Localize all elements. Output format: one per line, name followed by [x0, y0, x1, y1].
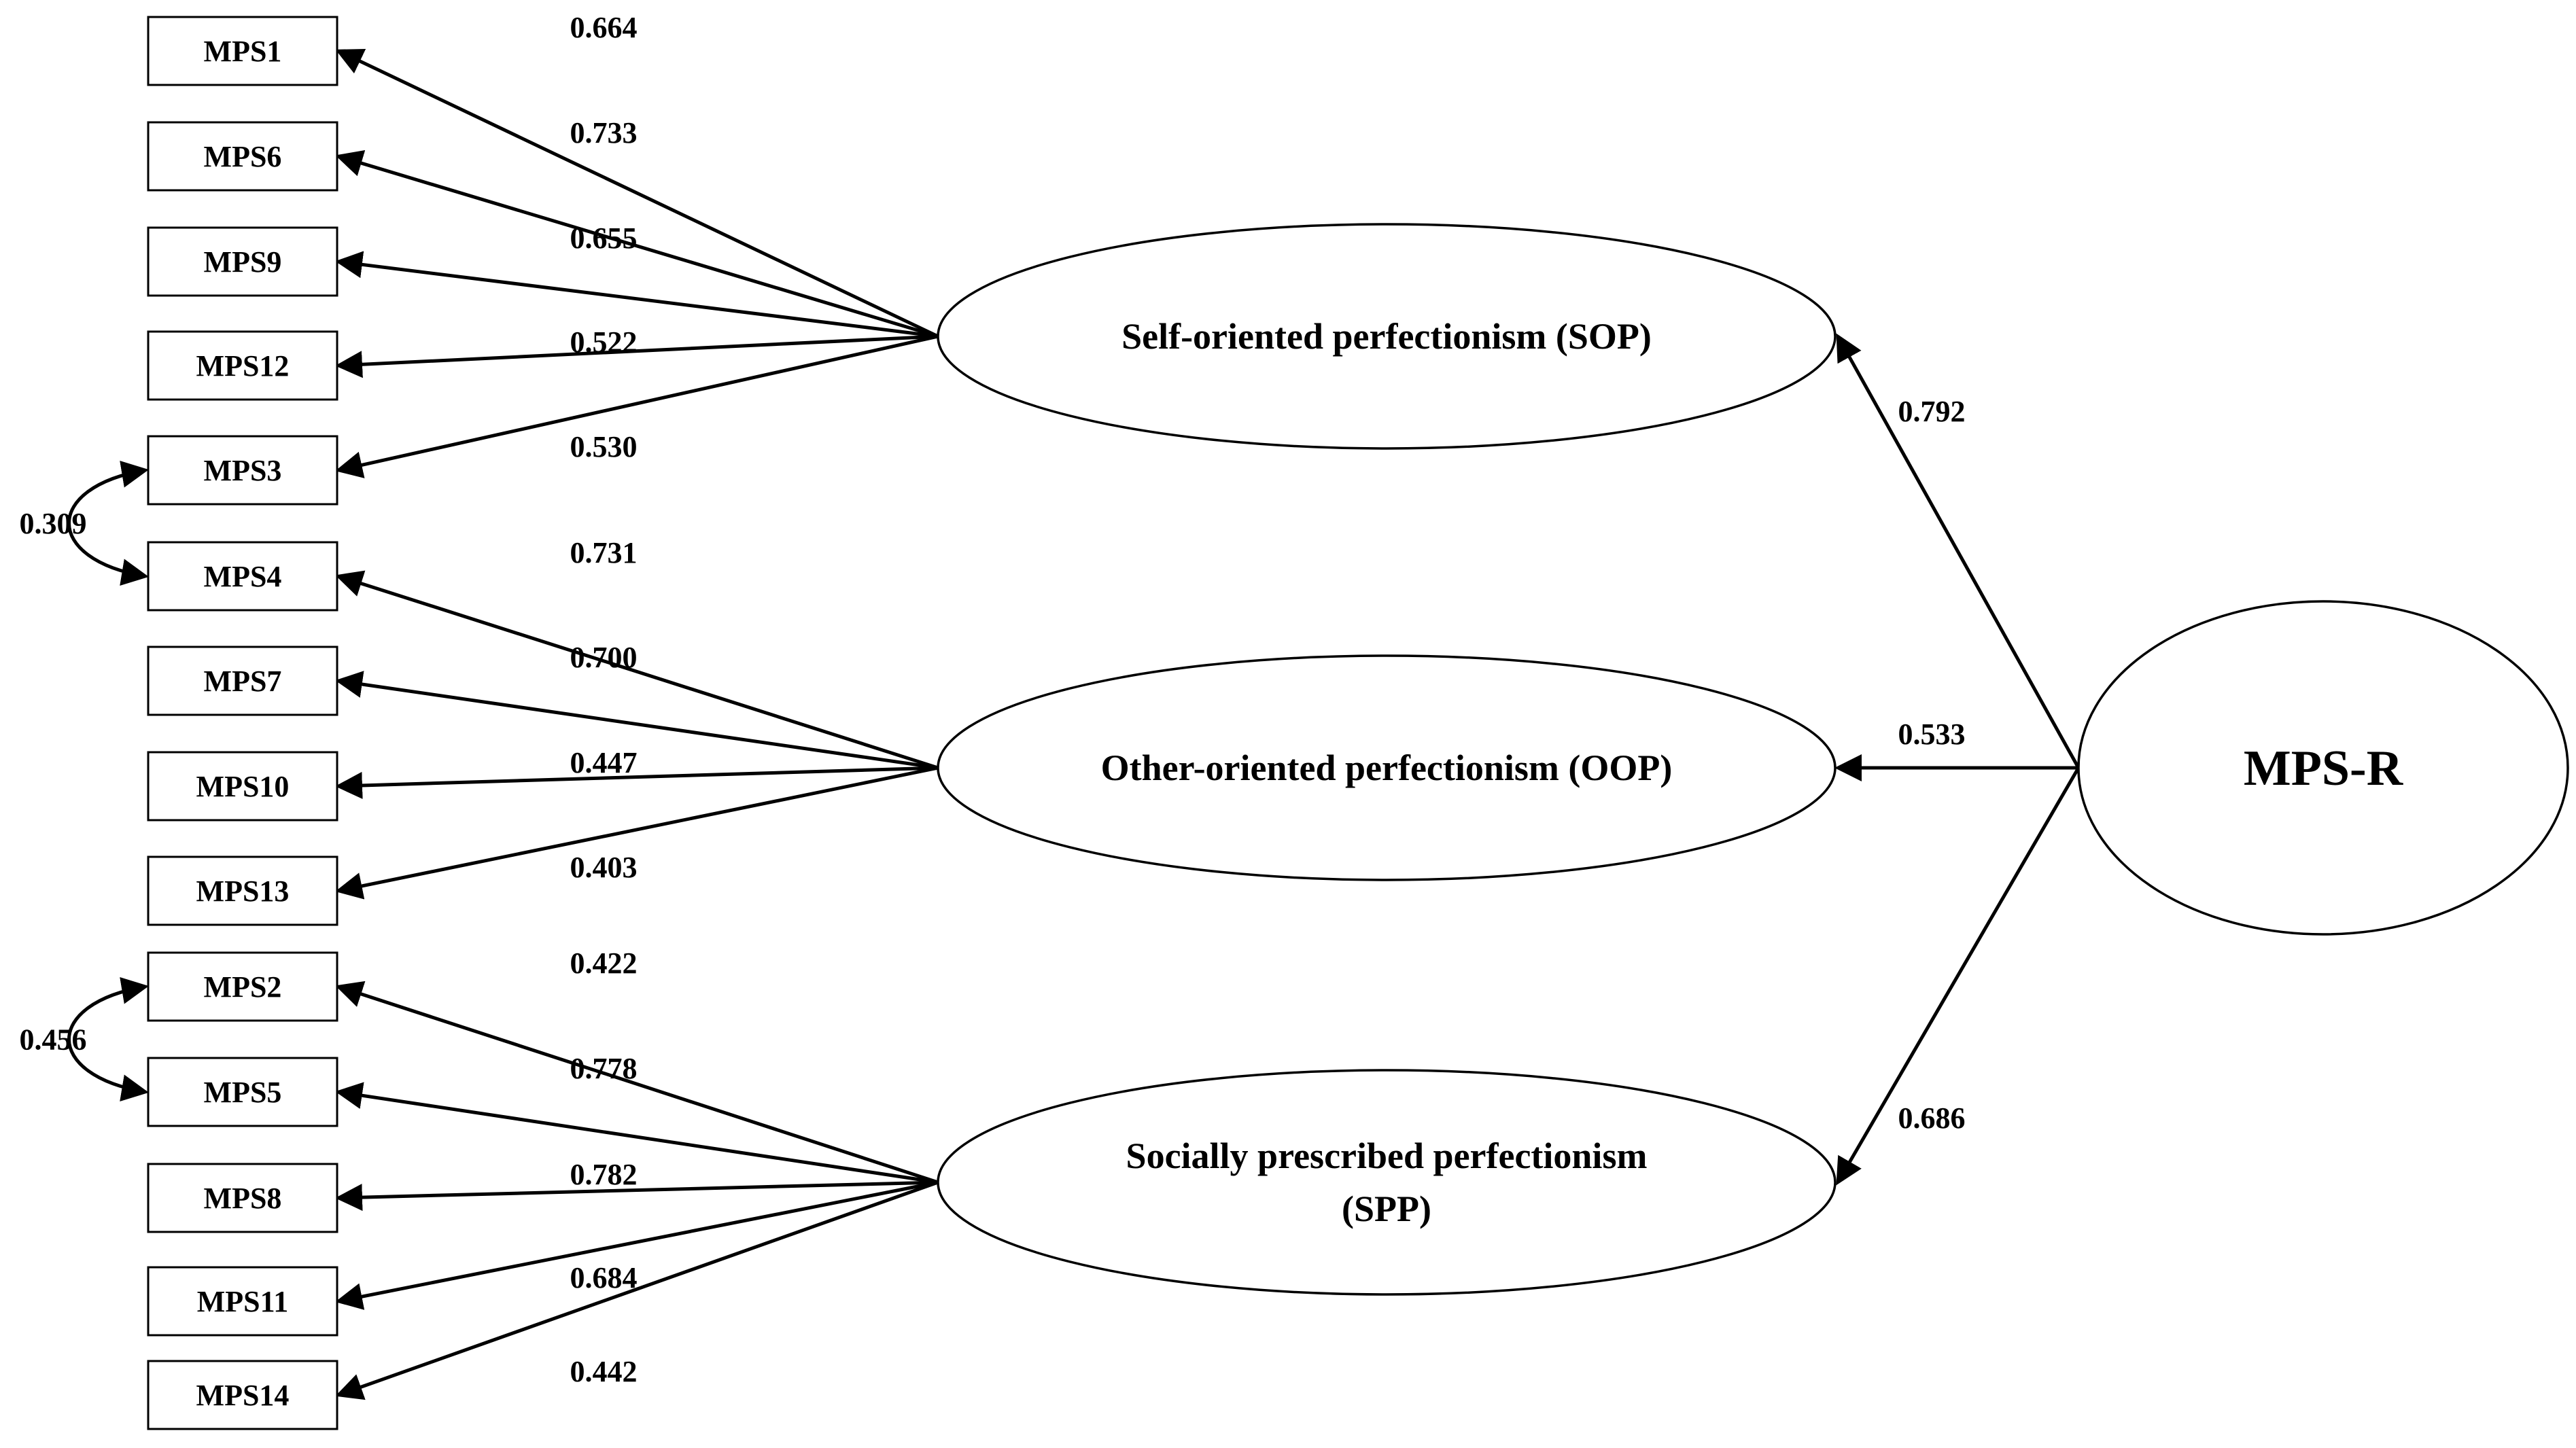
loading-arrow-mps7: [335, 671, 939, 770]
loading-arrow-mps1: [335, 48, 939, 338]
item-label-mps10: MPS10: [196, 770, 290, 803]
item-label-mps13: MPS13: [196, 875, 290, 908]
item-box-mps2: [147, 951, 338, 1022]
item-box-mps7: [147, 646, 338, 716]
item-label-mps4: MPS4: [204, 560, 282, 593]
item-box-mps4: [147, 541, 338, 612]
loading-arrow-mps10: [335, 766, 939, 799]
loading-arrow-mps13: [335, 766, 939, 900]
item-loading-mps6: 0.733: [570, 116, 638, 149]
item-loading-mps3: 0.530: [570, 430, 638, 463]
item-loading-mps8: 0.782: [570, 1158, 638, 1191]
item-box-mps12: [147, 330, 338, 401]
correlation-arc-mps3-mps4: [67, 461, 149, 586]
item-label-mps6: MPS6: [204, 140, 282, 173]
item-label-mps1: MPS1: [204, 35, 282, 68]
item-label-mps8: MPS8: [204, 1182, 282, 1215]
root-oval: [2077, 600, 2569, 936]
item-box-mps1: [147, 16, 338, 86]
factor-loading-oop: 0.533: [1898, 718, 1966, 751]
factor-label-spp-line-2: (SPP): [1342, 1188, 1431, 1229]
item-loading-mps11: 0.684: [570, 1261, 638, 1294]
item-box-mps9: [147, 226, 338, 297]
correlation-value-mps2-mps5: 0.456: [20, 1023, 87, 1057]
loading-arrow-mps9: [335, 251, 939, 338]
item-label-mps5: MPS5: [204, 1076, 282, 1109]
item-loading-mps7: 0.700: [570, 641, 638, 674]
loading-arrow-mps4: [335, 570, 939, 770]
factor-arrow-sop: [1836, 333, 2081, 769]
root-label: MPS-R: [2244, 741, 2404, 796]
item-label-mps12: MPS12: [196, 349, 290, 383]
item-box-mps6: [147, 121, 338, 192]
item-box-mps11: [147, 1266, 338, 1337]
item-box-mps8: [147, 1163, 338, 1233]
factor-arrow-spp: [1836, 766, 2081, 1186]
item-label-mps3: MPS3: [204, 454, 282, 487]
loading-arrow-mps3: [335, 334, 939, 478]
factor-label-sop-line-1: Self-oriented perfectionism (SOP): [1121, 316, 1652, 357]
item-label-mps14: MPS14: [196, 1379, 290, 1412]
item-box-mps10: [147, 751, 338, 822]
item-loading-mps12: 0.522: [570, 325, 638, 359]
item-loading-mps2: 0.422: [570, 947, 638, 980]
loading-arrow-mps14: [335, 1180, 939, 1400]
loading-arrow-mps5: [335, 1082, 939, 1184]
correlation-value-mps3-mps4: 0.309: [20, 507, 87, 540]
loading-arrow-mps12: [335, 334, 939, 378]
loading-arrow-mps8: [335, 1180, 939, 1212]
item-label-mps7: MPS7: [204, 665, 282, 698]
correlation-arc-mps2-mps5: [67, 977, 149, 1101]
item-box-mps13: [147, 855, 338, 926]
item-loading-mps14: 0.442: [570, 1355, 638, 1388]
loading-arrow-mps11: [335, 1180, 939, 1310]
item-loading-mps10: 0.447: [570, 746, 638, 779]
item-box-mps3: [147, 435, 338, 506]
factor-oval-spp: [937, 1069, 1837, 1296]
factor-label-oop-line-1: Other-oriented perfectionism (OOP): [1101, 747, 1673, 788]
item-loading-mps13: 0.403: [570, 851, 638, 884]
loading-arrow-mps2: [335, 981, 939, 1184]
item-box-mps14: [147, 1360, 338, 1430]
item-label-mps11: MPS11: [197, 1285, 288, 1318]
item-loading-mps1: 0.664: [570, 11, 638, 44]
factor-loading-spp: 0.686: [1898, 1101, 1966, 1135]
item-loading-mps4: 0.731: [570, 536, 638, 569]
item-box-mps5: [147, 1057, 338, 1127]
factor-oval-sop: [937, 223, 1837, 450]
loading-arrow-mps6: [335, 149, 939, 338]
item-loading-mps5: 0.778: [570, 1052, 638, 1085]
factor-oval-oop: [937, 654, 1837, 881]
factor-loading-sop: 0.792: [1898, 395, 1966, 428]
item-label-mps9: MPS9: [204, 245, 282, 279]
factor-label-spp-line-1: Socially prescribed perfectionism: [1126, 1135, 1648, 1176]
item-loading-mps9: 0.655: [570, 222, 638, 255]
item-label-mps2: MPS2: [204, 970, 282, 1004]
